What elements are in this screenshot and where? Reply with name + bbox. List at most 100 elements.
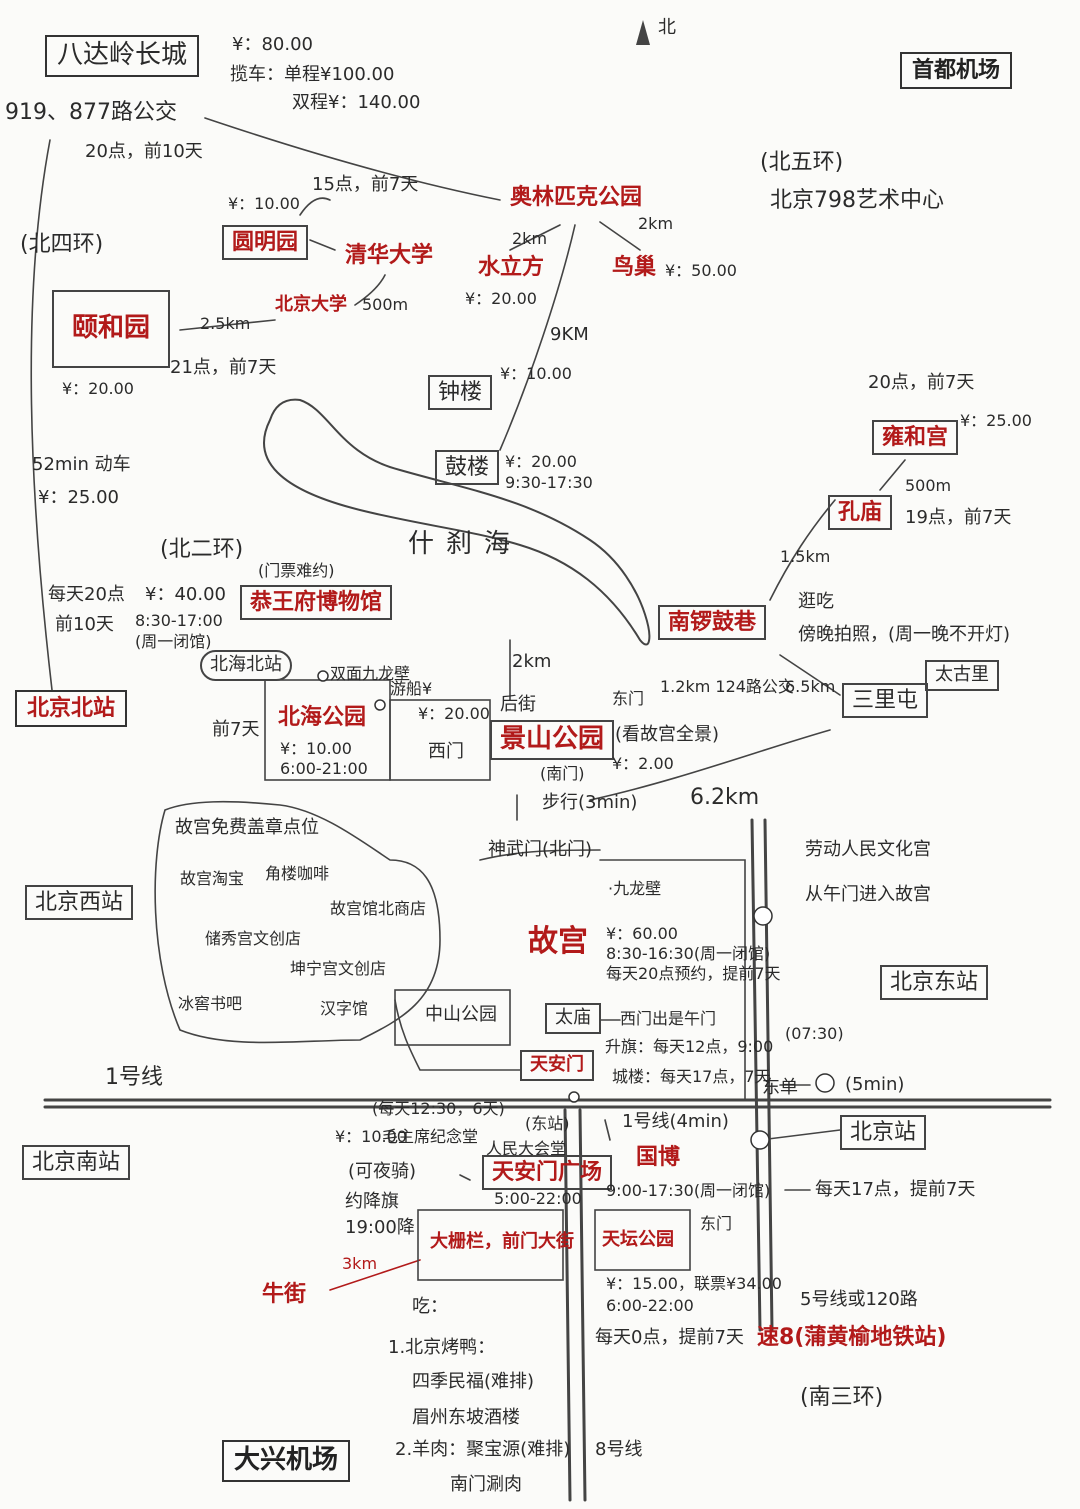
place-capital-airport[interactable]: 首都机场 — [900, 52, 1013, 90]
place-beijing-station[interactable]: 北京站 — [840, 1115, 927, 1151]
stamp-hanzi: 汉字馆 — [320, 999, 369, 1018]
place-olympic-park[interactable]: 奥林匹克公园 — [510, 185, 643, 210]
place-taikooli[interactable]: 太古里 — [925, 660, 999, 691]
place-great-hall[interactable]: 人民大会堂 — [486, 1139, 567, 1158]
lama-ticket: ¥：25.00 — [960, 411, 1032, 430]
place-beijing-north[interactable]: 北京北站 — [15, 690, 128, 728]
stamp-region — [154, 800, 441, 1044]
wumen-entry: 从午门进入故宫 — [805, 884, 931, 905]
bus-124: 1.2km 124路公交 — [660, 677, 794, 696]
ring-north4: (北四环) — [20, 232, 104, 257]
ring-south3: (南三环) — [800, 1385, 884, 1410]
place-798[interactable]: 北京798艺术中心 — [770, 188, 944, 213]
kongmiao-500m: 500m — [905, 476, 952, 495]
badaling-cable: 揽车：单程¥100.00 — [230, 64, 395, 85]
route-badaling-olympic — [204, 117, 501, 201]
place-badaling[interactable]: 八达岭长城 — [45, 35, 200, 77]
place-tsinghua[interactable]: 清华大学 — [345, 243, 434, 268]
place-yuanmingyuan[interactable]: 圆明园 — [222, 225, 309, 261]
labor-palace: 劳动人民文化宫 — [805, 839, 931, 860]
dashilan-box — [417, 1209, 564, 1281]
place-nanluoguxiang[interactable]: 南锣鼓巷 — [658, 605, 767, 641]
gulou-ticket: ¥：20.00 — [505, 452, 577, 471]
gugong-ticket: ¥：60.00 — [606, 924, 678, 943]
jingshan-ticket: ¥：2.00 — [612, 754, 674, 773]
flag-lower: 约降旗 — [345, 1191, 399, 1212]
shuilifang-ticket: ¥：20.00 — [465, 289, 537, 308]
east-station: (东站) — [525, 1114, 570, 1133]
compass-arrow — [636, 20, 650, 45]
route-gulou-olympic — [499, 224, 576, 451]
place-prince-gong[interactable]: 恭王府博物馆 — [240, 585, 393, 621]
eat-meizhou: 眉州东坡酒楼 — [412, 1407, 520, 1428]
six-km: 6.2km — [690, 785, 760, 810]
place-zhongshan-park[interactable]: 中山公园 — [425, 1004, 497, 1025]
gugong-hours: 8:30-16:30(周一闭馆) — [606, 944, 771, 963]
place-jingshan[interactable]: 景山公园 — [490, 720, 615, 760]
place-summer-palace[interactable]: 颐和园 — [52, 290, 171, 368]
jiulongbi[interactable]: ·九龙壁 — [608, 879, 662, 898]
two-km: 2km — [512, 651, 552, 672]
summer-ticket: ¥：20.00 — [62, 379, 134, 398]
place-sanlitun[interactable]: 三里屯 — [842, 683, 929, 719]
gugong-book: 每天20点预约，提前7天 — [606, 964, 781, 983]
stamp-chuxiu: 储秀宫文创店 — [205, 929, 302, 948]
route-olympic-niaochao — [599, 221, 641, 251]
jingshan-south: (南门) — [540, 764, 585, 783]
beihai-ticket: ¥：10.00 — [280, 739, 352, 758]
compass-north-label: 北 — [658, 17, 676, 38]
place-temple-heaven[interactable]: 天坛公园 — [602, 1229, 674, 1250]
nanluo-1-5km: 1.5km — [780, 547, 831, 566]
place-kongmiao[interactable]: 孔庙 — [828, 495, 893, 531]
place-tiananmen-square[interactable]: 天安门广场 — [482, 1155, 613, 1191]
prince-note: (门票难约) — [258, 561, 335, 580]
express-8[interactable]: 速8(蒲黄榆地铁站) — [757, 1325, 947, 1350]
place-shuilifang[interactable]: 水立方 — [478, 255, 545, 280]
metro-circle-5a — [753, 906, 773, 926]
olympic-2km-a: 2km — [512, 229, 548, 248]
eat-siji: 四季民福(难排) — [412, 1371, 535, 1392]
place-zhonglou[interactable]: 钟楼 — [428, 375, 493, 411]
place-niaochao[interactable]: 鸟巢 — [612, 255, 657, 280]
place-shichahai[interactable]: 什刹海 — [408, 529, 523, 559]
place-niujie[interactable]: 牛街 — [262, 1282, 307, 1307]
place-beihai[interactable]: 北海公园 — [278, 705, 367, 730]
yuanmingyuan-book: 15点，前7天 — [312, 174, 419, 195]
place-beijing-east[interactable]: 北京东站 — [880, 965, 989, 1001]
place-dongdan[interactable]: 东单 — [762, 1077, 798, 1098]
place-gugong[interactable]: 故宫 — [528, 924, 588, 959]
place-gulou[interactable]: 鼓楼 — [435, 450, 500, 486]
place-beijing-south[interactable]: 北京南站 — [22, 1145, 131, 1181]
beihai-hours: 6:00-21:00 — [280, 759, 368, 778]
olympic-2km-b: 2km — [638, 214, 674, 233]
eat-title: 吃： — [412, 1296, 448, 1317]
yuanmingyuan-ticket: ¥：10.00 — [228, 194, 300, 213]
place-daxing-airport[interactable]: 大兴机场 — [222, 1440, 351, 1482]
kongmiao-book: 19点，前7天 — [905, 507, 1012, 528]
route-north-badaling — [30, 139, 53, 691]
place-beijing-west[interactable]: 北京西站 — [25, 885, 134, 921]
east-gate: 东门 — [612, 689, 645, 708]
place-dashilan[interactable]: 大栅栏，前门大街 — [430, 1231, 574, 1252]
summer-25km: 2.5km — [200, 314, 251, 333]
taimiao-exit: 西门出是午门 — [620, 1009, 717, 1028]
place-taimiao[interactable]: 太庙 — [545, 1003, 601, 1034]
route-olympic-shuilifang — [509, 224, 561, 251]
stamp-north-shop: 故宫馆北商店 — [330, 899, 427, 918]
th-hours: 6:00-22:00 — [606, 1296, 694, 1315]
place-pku[interactable]: 北京大学 — [275, 294, 347, 315]
place-lama-temple[interactable]: 雍和宫 — [872, 420, 959, 456]
badaling-book: 20点，前10天 — [85, 141, 203, 162]
metro-line-5 — [750, 818, 762, 1332]
place-tiananmen[interactable]: 天安门 — [520, 1050, 594, 1081]
shichahai-lake — [263, 398, 651, 646]
place-guobo[interactable]: 国博 — [636, 1145, 681, 1170]
th-book: 每天0点，提前7天 — [595, 1327, 744, 1348]
shenwumen[interactable]: 神武门(北门) — [488, 839, 593, 860]
prince-ticket: ¥：40.00 — [145, 584, 226, 605]
beihai-book: 前7天 — [212, 719, 260, 740]
place-mao-memorial[interactable]: 毛主席纪念堂 — [382, 1127, 479, 1146]
back-street: 后街 — [500, 694, 536, 715]
beihai-north-station[interactable]: 北海北站 — [200, 650, 292, 681]
